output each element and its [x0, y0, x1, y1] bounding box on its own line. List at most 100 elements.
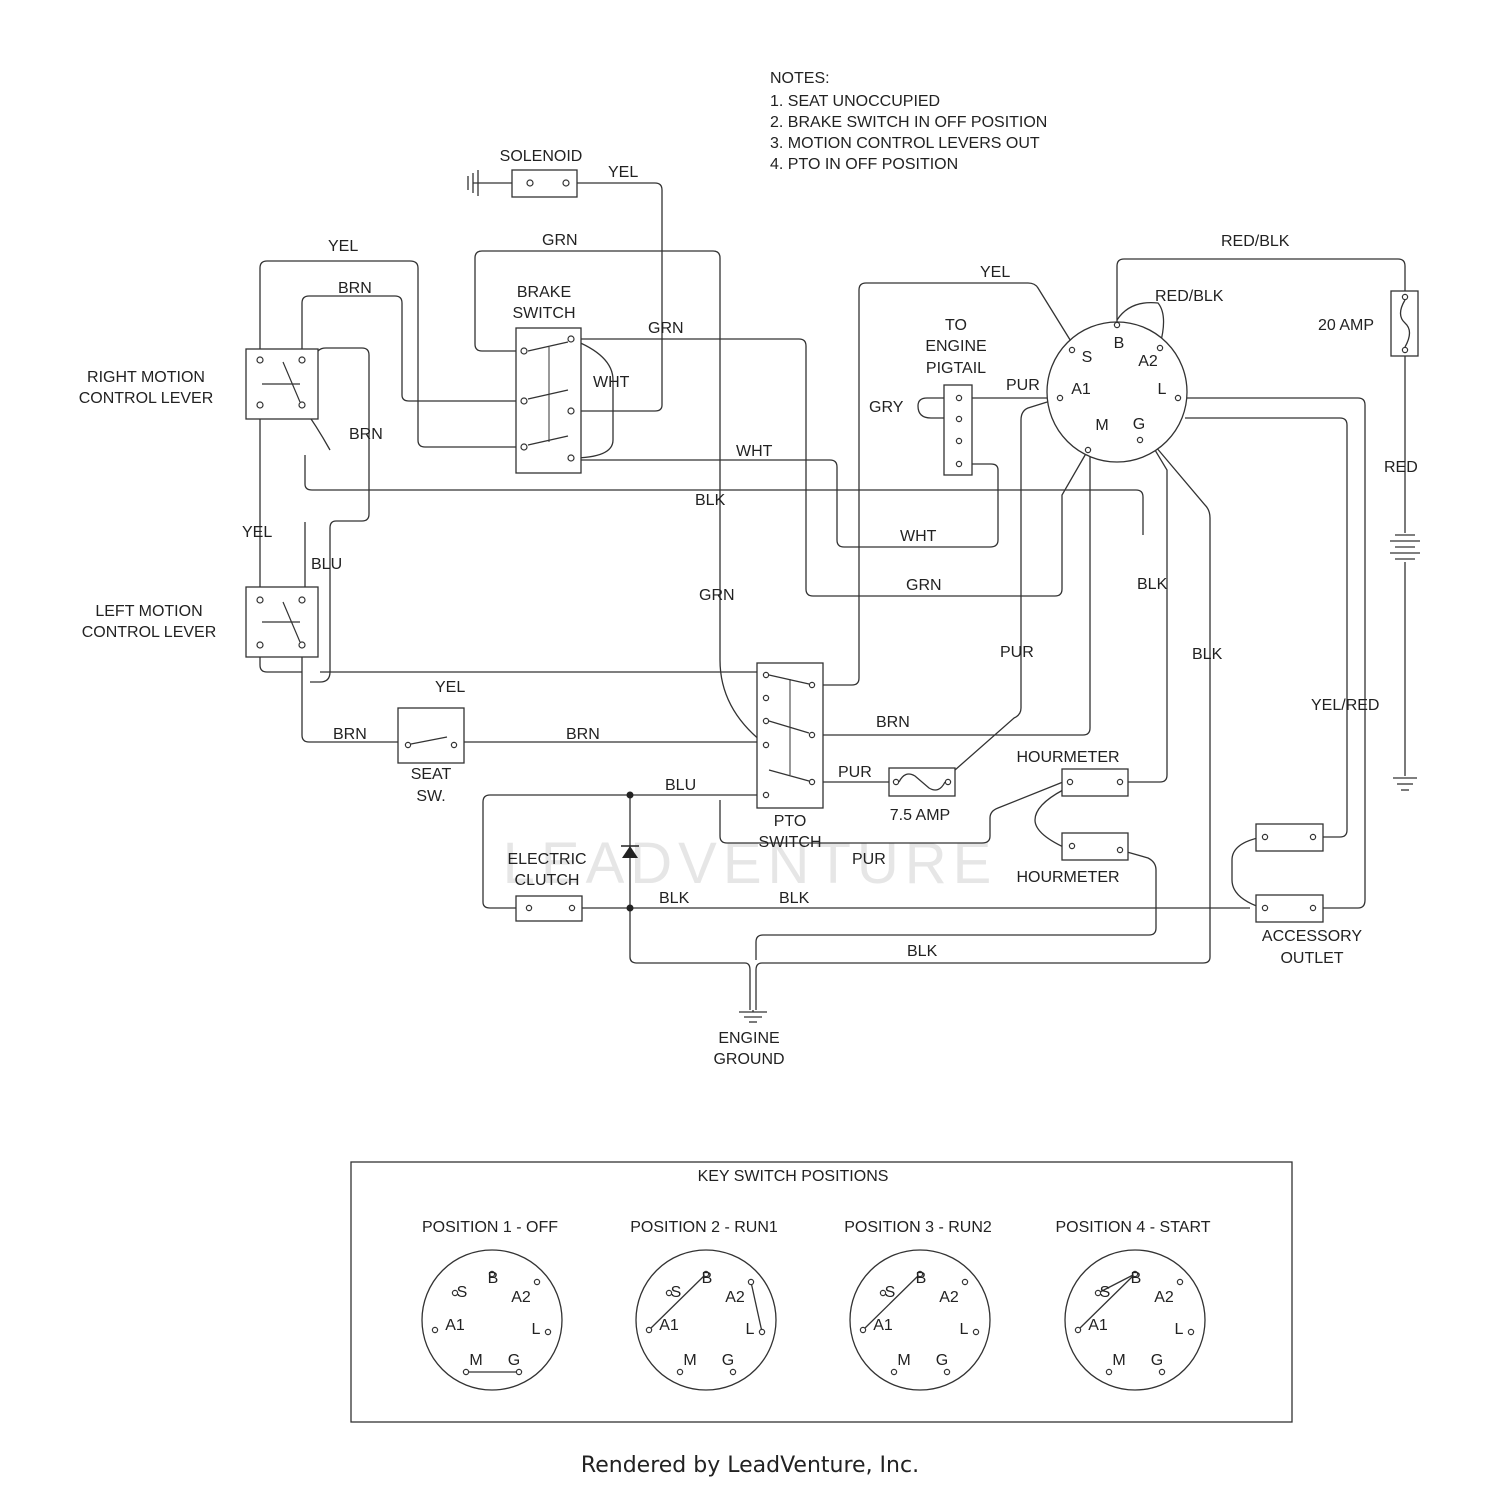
brake-switch-label-2: SWITCH [512, 305, 575, 322]
wire-label: YEL/RED [1311, 697, 1379, 714]
solenoid-label: SOLENOID [500, 148, 583, 165]
wire-label: YEL [435, 679, 465, 696]
wire-label: WHT [593, 374, 630, 391]
terminal-a1: A1 [1071, 381, 1091, 398]
key-position-label: POSITION 2 - RUN1 [630, 1219, 778, 1236]
left-motion-control-lever: LEFT MOTION CONTROL LEVER [82, 586, 319, 658]
wire-label: GRY [869, 399, 904, 416]
key-pin-L [1187, 1328, 1195, 1336]
key-pin-B [702, 1270, 710, 1278]
key-link-A1-B [1077, 1273, 1136, 1331]
wire-label: BRN [566, 726, 600, 743]
key-dial [421, 1249, 563, 1391]
right-lever-label-2: CONTROL LEVER [79, 390, 214, 407]
pto-label-2: SWITCH [758, 834, 821, 851]
solenoid: SOLENOID [467, 148, 583, 198]
terminal-l: L [1158, 381, 1167, 398]
key-pin-M [462, 1368, 470, 1376]
terminal-s: S [1082, 349, 1093, 366]
hourmeter-top: HOURMETER [1016, 749, 1129, 797]
ignition-key-switch: S B A2 A1 L M G [1046, 321, 1188, 463]
wire-label: GRN [542, 232, 578, 249]
key-pin-M [890, 1368, 898, 1376]
key-position-label: POSITION 3 - RUN2 [844, 1219, 992, 1236]
outlet-label-1: ACCESSORY [1262, 928, 1363, 945]
key-pin-L [544, 1328, 552, 1336]
key-pin-L [972, 1328, 980, 1336]
notes: NOTES: 1. SEAT UNOCCUPIED 2. BRAKE SWITC… [770, 70, 1047, 173]
key-pin-A2 [961, 1278, 969, 1286]
fuse-7-5-amp: 7.5 AMP [888, 767, 956, 824]
wire-label: BLK [907, 943, 938, 960]
key-pin-S [451, 1289, 459, 1297]
key-pin-G [943, 1368, 951, 1376]
key-switch-positions-panel: KEY SWITCH POSITIONS POSITION 1 - OFFSBA… [350, 1161, 1293, 1423]
wire-label: BLU [311, 556, 342, 573]
key-terminal-label: M [897, 1352, 910, 1369]
left-lever-label-2: CONTROL LEVER [82, 624, 217, 641]
key-terminal-label: G [722, 1352, 734, 1369]
key-position-label: POSITION 4 - START [1056, 1219, 1211, 1236]
terminal-a2: A2 [1138, 353, 1158, 370]
right-lever-label-1: RIGHT MOTION [87, 369, 205, 386]
watermark: LEADVENTURE [503, 831, 998, 896]
key-terminal-label: A1 [873, 1317, 893, 1334]
key-terminal-label: L [960, 1321, 969, 1338]
hourmeter-top-label: HOURMETER [1016, 749, 1119, 766]
key-terminal-label: M [683, 1352, 696, 1369]
note-4: 4. PTO IN OFF POSITION [770, 156, 958, 173]
wire-label: RED/BLK [1155, 288, 1224, 305]
key-pin-G [515, 1368, 523, 1376]
pto-switch: PTO SWITCH [756, 662, 824, 851]
key-pin-G [729, 1368, 737, 1376]
wire-label: YEL [242, 524, 272, 541]
clutch-label-2: CLUTCH [515, 872, 580, 889]
note-2: 2. BRAKE SWITCH IN OFF POSITION [770, 114, 1047, 131]
left-lever-label-1: LEFT MOTION [95, 603, 202, 620]
pigtail-label-3: PIGTAIL [926, 360, 986, 377]
key-terminal-label: A1 [659, 1317, 679, 1334]
wire-label: RED [1384, 459, 1418, 476]
pigtail-label-1: TO [945, 317, 967, 334]
note-1: 1. SEAT UNOCCUPIED [770, 93, 940, 110]
key-dial [635, 1249, 777, 1391]
key-pin-B [1131, 1270, 1139, 1278]
key-pin-A1 [859, 1326, 867, 1334]
fuse-20-amp: 20 AMP [1318, 290, 1419, 357]
terminal-b: B [1114, 335, 1125, 352]
key-terminal-label: A2 [725, 1289, 745, 1306]
pto-label-1: PTO [774, 813, 807, 830]
credit-footer: Rendered by LeadVenture, Inc. [580, 1453, 920, 1478]
wire-label: WHT [900, 528, 937, 545]
key-dial [849, 1249, 991, 1391]
key-terminal-label: M [1112, 1352, 1125, 1369]
key-terminal-label: G [1151, 1352, 1163, 1369]
key-pin-S [665, 1289, 673, 1297]
key-terminal-label: A2 [1154, 1289, 1174, 1306]
key-pin-S [1094, 1289, 1102, 1297]
wire-label: BLK [659, 890, 690, 907]
key-pin-A2 [747, 1278, 755, 1286]
key-terminal-label: A1 [445, 1317, 465, 1334]
key-terminal-label: B [916, 1270, 927, 1287]
key-link-S-B [1097, 1273, 1136, 1294]
wire-label: YEL [608, 164, 638, 181]
key-pin-A1 [645, 1326, 653, 1334]
key-pin-M [1105, 1368, 1113, 1376]
wire-label: GRN [699, 587, 735, 604]
brake-switch: BRAKE SWITCH [512, 284, 582, 474]
wire-label: WHT [736, 443, 773, 460]
key-pin-A2 [1176, 1278, 1184, 1286]
wire-label: PUR [838, 764, 872, 781]
key-pin-S [879, 1289, 887, 1297]
key-terminal-label: L [532, 1321, 541, 1338]
key-pin-L [758, 1328, 766, 1336]
brake-switch-label-1: BRAKE [517, 284, 571, 301]
hourmeter-bottom: HOURMETER [1016, 832, 1129, 886]
wire-label: RED/BLK [1221, 233, 1290, 250]
key-link-A1-B [648, 1273, 707, 1331]
